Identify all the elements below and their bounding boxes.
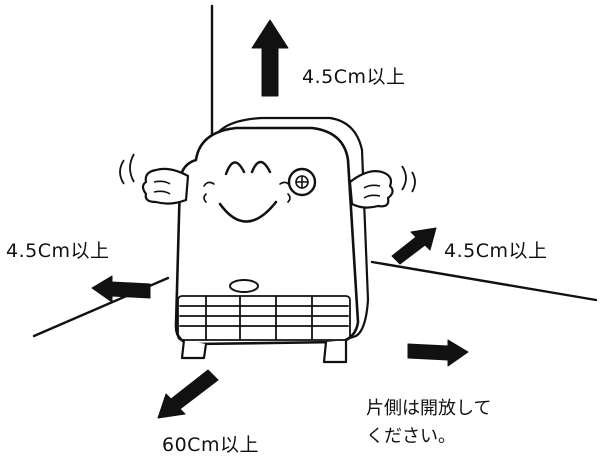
clearance-front-label: 60Cm以上 (162, 434, 259, 456)
heater-eye-left (224, 161, 246, 176)
heater-foot-right (322, 338, 348, 364)
hand-left (119, 153, 190, 205)
arrow-right-back-icon (391, 227, 437, 265)
heater-front-body (174, 126, 360, 346)
heater-grille (177, 295, 351, 341)
heater-cheek-left (203, 181, 215, 203)
arrow-front-right-icon (407, 339, 469, 367)
clearance-left-label: 4.5Cm以上 (6, 240, 110, 262)
heater-smile (218, 200, 278, 223)
open-side-note-line2: ください。 (366, 426, 456, 447)
heater (174, 116, 370, 364)
arrow-front-left-icon (157, 369, 219, 419)
open-side-note-line1: 片側は開放して (366, 398, 492, 419)
floor-right-line (370, 260, 598, 302)
arrow-up-icon (251, 19, 289, 97)
hand-right (348, 165, 416, 209)
clearance-top-label: 4.5Cm以上 (302, 66, 406, 88)
arrows (91, 19, 469, 419)
open-side-note: 片側は開放して ください。 (366, 395, 491, 451)
heater-foot-left (180, 338, 208, 360)
arrow-left-icon (91, 275, 151, 303)
heater-eye-right (250, 160, 272, 174)
clearance-right-label: 4.5Cm以上 (444, 240, 548, 262)
heater-indicator-lamp (229, 279, 259, 293)
